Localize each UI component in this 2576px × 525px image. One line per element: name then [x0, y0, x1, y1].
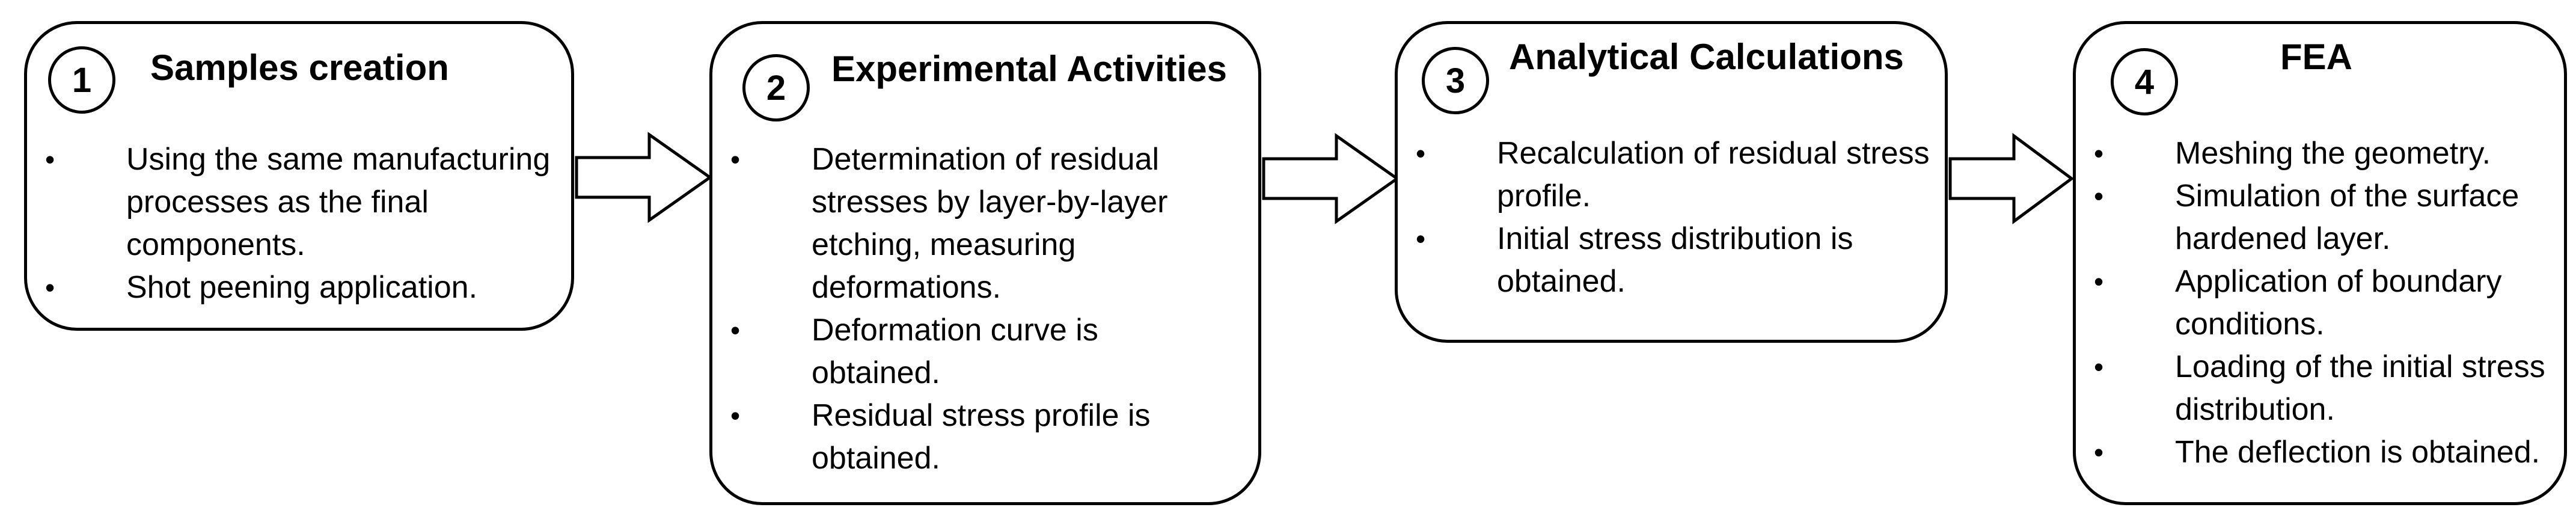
bullet-item: Meshing the geometry. [2076, 132, 2566, 175]
step-bullet-list: Recalculation of residual stressprofile.… [1398, 132, 1945, 303]
bullet-item: Loading of the initial stressdistributio… [2076, 346, 2566, 431]
step-number-badge: 2 [742, 54, 810, 121]
arrow-step3-to-step4 [1948, 133, 2075, 224]
step-title: FEA [2280, 37, 2352, 77]
step-box-fea: 4 FEA Meshing the geometry. Simulation o… [2073, 21, 2567, 505]
step-box-analytical-calculations: 3 Analytical Calculations Recalculation … [1395, 21, 1948, 343]
step-box-experimental-activities: 2 Experimental Activities Determination … [709, 21, 1261, 505]
step-number-badge: 3 [1422, 47, 1489, 114]
step-number-badge: 4 [2111, 48, 2178, 115]
step-bullet-list: Meshing the geometry. Simulation of the … [2076, 132, 2566, 474]
arrow-step2-to-step3 [1262, 133, 1400, 224]
step-title: Experimental Activities [831, 49, 1228, 89]
bullet-item: The deflection is obtained. [2076, 431, 2566, 474]
arrow-step1-to-step2 [575, 132, 713, 223]
step-number-badge: 1 [48, 46, 115, 114]
bullet-item: Shot peening application. [27, 266, 568, 309]
step-title: Samples creation [150, 48, 449, 88]
step-title: Analytical Calculations [1509, 37, 1904, 77]
step-box-samples-creation: 1 Samples creation Using the same manufa… [24, 21, 574, 331]
